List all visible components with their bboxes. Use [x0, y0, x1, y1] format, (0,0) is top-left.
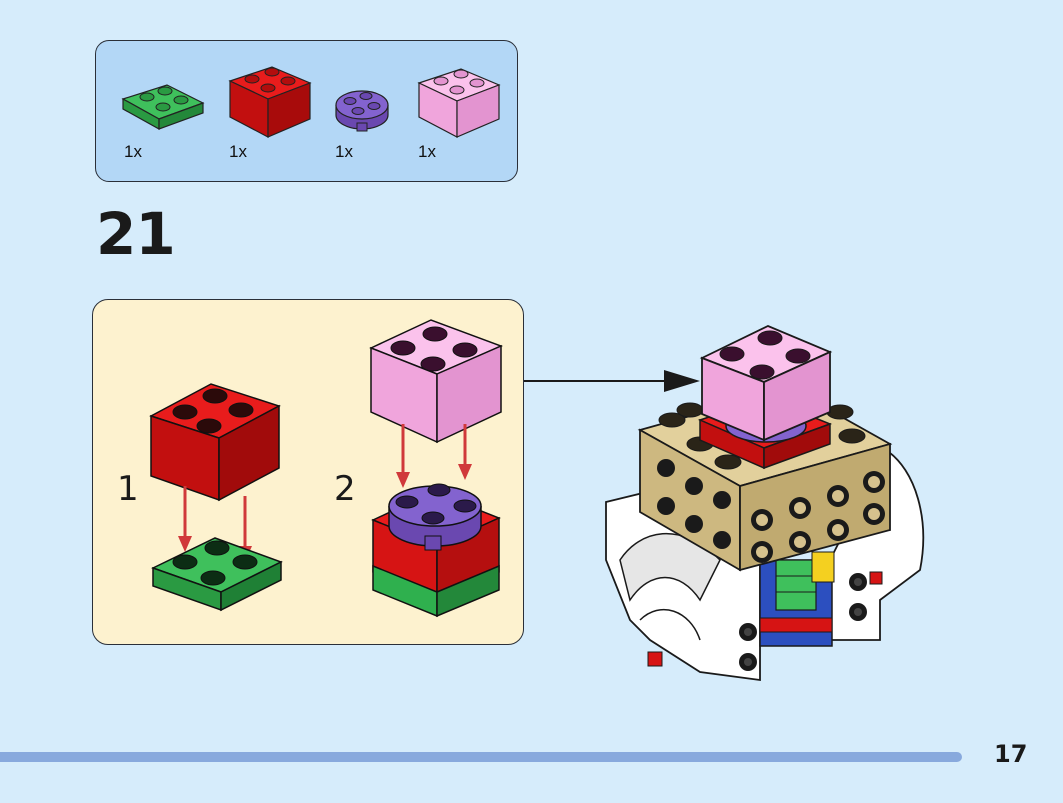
- pink-brick-quantity: 1x: [418, 142, 436, 161]
- red-brick-part-icon: [228, 66, 312, 138]
- inner-core: [759, 551, 835, 647]
- substep-2-pink-brick: [369, 319, 504, 444]
- parts-list-panel: 1x 1x 1x 1x: [95, 40, 518, 182]
- green-plate-part-icon: [121, 84, 205, 131]
- substep-1-red-brick: [149, 383, 281, 502]
- substep-2-number: 2: [334, 469, 356, 509]
- substep-illustration: [149, 319, 504, 618]
- purple-round-plate-quantity: 1x: [335, 142, 353, 161]
- step-number: 21: [96, 200, 176, 268]
- pink-brick-part-icon: [417, 68, 501, 138]
- green-plate-quantity: 1x: [124, 142, 142, 161]
- white-body-right: [829, 448, 925, 641]
- page-number: 17: [994, 740, 1028, 768]
- substep-2-assembly: [371, 483, 501, 618]
- red-brick-quantity: 1x: [229, 142, 247, 161]
- substep-1-number: 1: [117, 469, 139, 509]
- substep-1-green-plate: [151, 537, 283, 612]
- progress-bar: [0, 752, 962, 762]
- substep-panel: 1 2: [92, 299, 524, 645]
- purple-round-plate-part-icon: [335, 90, 389, 132]
- top-pink-brick: [699, 325, 833, 442]
- substep-2-arrows: [396, 424, 472, 488]
